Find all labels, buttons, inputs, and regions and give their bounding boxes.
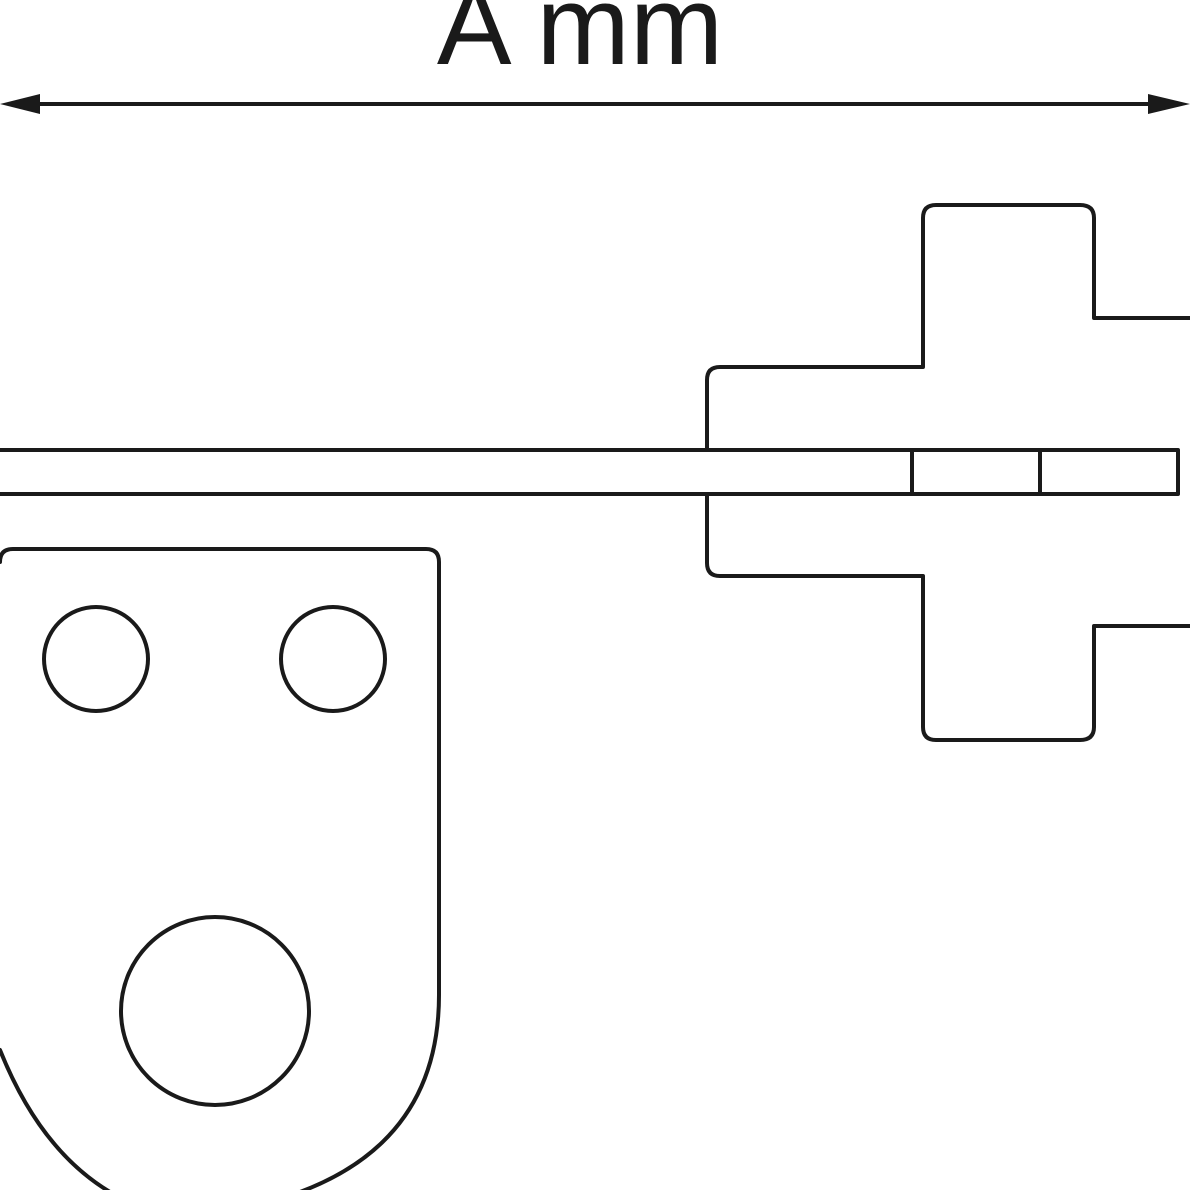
- dimension-label: A mm: [436, 0, 724, 88]
- dimension-arrow-right: [1148, 94, 1190, 114]
- mounting-plate: [0, 547, 441, 1190]
- dimension-line: [0, 94, 1190, 114]
- plate-lower-left-curve: [0, 1048, 111, 1190]
- mounting-hole-right: [279, 605, 387, 713]
- cross-clamp: [705, 203, 1190, 742]
- clamp-upper-outline: [705, 203, 1190, 450]
- plate-outline: [0, 547, 441, 1190]
- mounting-hole-large: [119, 915, 311, 1107]
- bar-outline: [0, 448, 1180, 496]
- dimension-arrow-left: [0, 94, 40, 114]
- clamp-lower-outline: [705, 494, 1190, 742]
- mounting-hole-left: [42, 605, 150, 713]
- horizontal-bar: [0, 448, 1180, 496]
